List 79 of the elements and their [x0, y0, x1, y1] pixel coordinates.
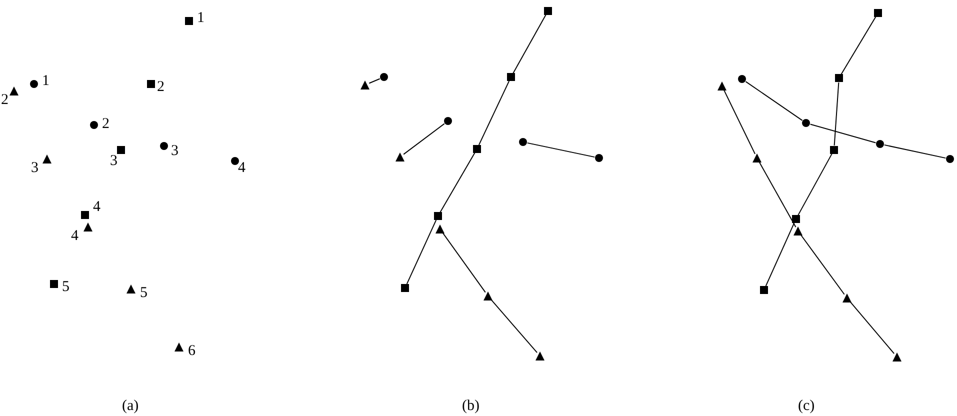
- point-number: 5: [140, 286, 148, 301]
- circle-marker: [230, 156, 240, 166]
- square-marker: [759, 285, 769, 295]
- triangle-marker: [892, 352, 902, 362]
- connecting-line: [526, 142, 596, 158]
- point-number: 1: [197, 11, 204, 26]
- square-marker: [49, 279, 59, 289]
- circle-marker: [518, 137, 528, 147]
- triangle-marker: [83, 222, 93, 232]
- circle-marker: [89, 120, 99, 130]
- connecting-line: [403, 123, 445, 155]
- square-marker: [829, 145, 839, 155]
- connecting-line: [442, 232, 486, 293]
- circle-marker: [379, 72, 389, 82]
- point-number: 2: [102, 117, 110, 132]
- square-marker: [146, 79, 156, 89]
- connecting-line: [798, 153, 832, 216]
- square-marker: [116, 145, 126, 155]
- point-number: 1: [42, 74, 50, 89]
- connecting-line: [368, 78, 380, 84]
- point-number: 6: [188, 344, 196, 359]
- triangle-marker: [174, 342, 184, 352]
- circle-marker: [875, 139, 885, 149]
- connecting-line: [810, 124, 876, 144]
- circle-marker: [945, 154, 955, 164]
- connecting-line: [800, 234, 845, 295]
- triangle-marker: [9, 86, 19, 96]
- circle-marker: [594, 153, 604, 163]
- triangle-marker: [126, 284, 136, 294]
- point-number: 2: [157, 80, 164, 95]
- circle-marker: [159, 141, 169, 151]
- connecting-line: [834, 82, 840, 146]
- triangle-marker: [483, 291, 493, 301]
- square-marker: [433, 211, 443, 221]
- connecting-line: [765, 222, 795, 286]
- triangle-marker: [752, 153, 762, 163]
- circle-marker: [29, 79, 39, 89]
- square-marker: [873, 8, 883, 18]
- connecting-line: [512, 14, 546, 74]
- triangle-marker: [717, 81, 727, 91]
- triangle-marker: [535, 351, 545, 361]
- square-marker: [472, 144, 482, 154]
- connecting-line: [406, 220, 437, 284]
- connecting-line: [758, 161, 796, 228]
- panel-caption: (a): [122, 398, 139, 414]
- square-marker: [184, 16, 194, 26]
- point-number: 4: [238, 161, 246, 176]
- point-number: 3: [31, 161, 38, 176]
- panel-caption: (b): [462, 398, 480, 414]
- triangle-marker: [793, 226, 803, 236]
- triangle-marker: [395, 152, 405, 162]
- triangle-marker: [360, 80, 370, 90]
- square-marker: [506, 72, 516, 82]
- point-number: 3: [110, 154, 118, 169]
- connecting-line: [849, 300, 895, 354]
- connecting-line: [478, 80, 510, 146]
- triangle-marker: [435, 224, 445, 234]
- point-number: 2: [1, 93, 8, 108]
- point-number: 3: [171, 144, 178, 159]
- connecting-line: [723, 90, 756, 154]
- circle-marker: [737, 74, 747, 84]
- connecting-line: [884, 144, 946, 159]
- square-marker: [543, 6, 553, 16]
- circle-marker: [801, 118, 811, 128]
- square-marker: [80, 210, 90, 220]
- connecting-line: [440, 152, 476, 213]
- square-marker: [834, 73, 844, 83]
- square-marker: [400, 283, 410, 293]
- point-number: 4: [93, 200, 100, 215]
- point-number: 4: [71, 229, 78, 244]
- connecting-line: [490, 298, 538, 354]
- connecting-line: [745, 81, 803, 121]
- point-number: 5: [62, 280, 70, 295]
- connecting-line: [840, 16, 876, 75]
- triangle-marker: [42, 154, 52, 164]
- circle-marker: [443, 116, 453, 126]
- panel-caption: (c): [798, 398, 815, 414]
- square-marker: [791, 214, 801, 224]
- triangle-marker: [842, 293, 852, 303]
